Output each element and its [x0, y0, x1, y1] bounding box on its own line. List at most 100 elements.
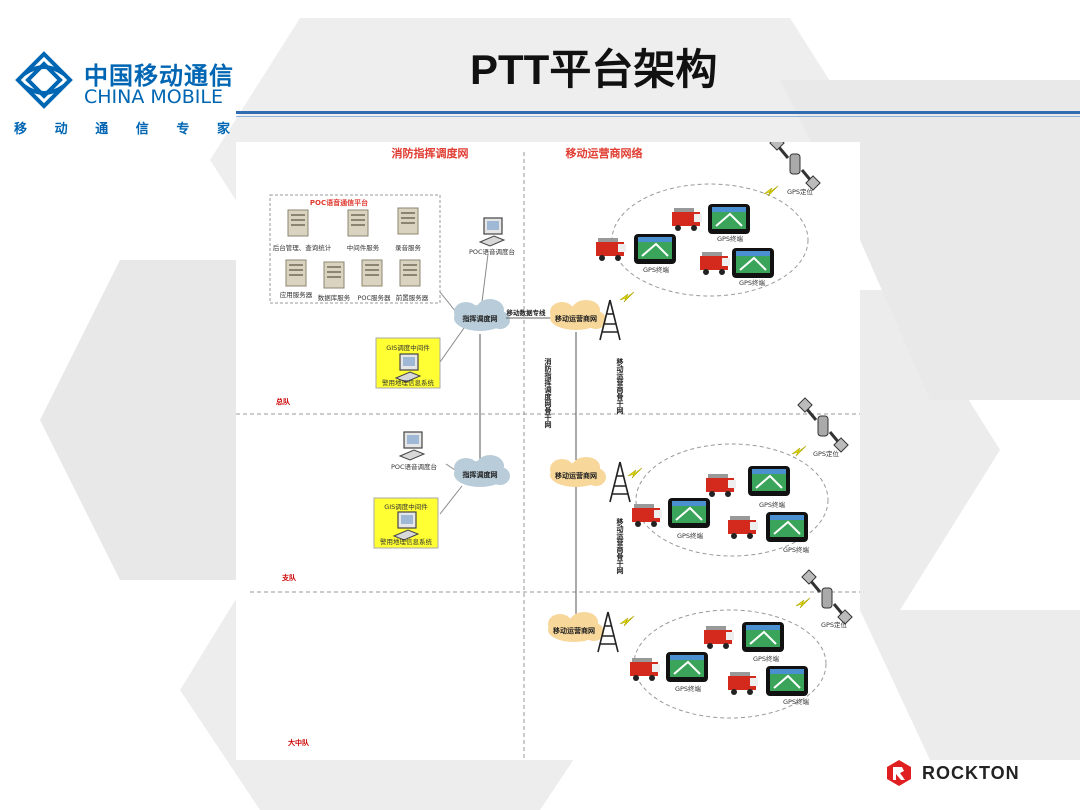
server-icon	[399, 259, 421, 287]
server-icon	[287, 209, 309, 237]
gps-terminal-label: GPS终端	[677, 531, 704, 540]
operator-net-label: 移动运营商网	[555, 314, 597, 323]
dispatch-console-label: POC语音调度台	[391, 462, 437, 471]
gps-terminal-icon	[747, 465, 791, 497]
brand-sub-char: 信	[135, 122, 149, 137]
satellite-icon	[796, 396, 850, 454]
brand-sub-char: 通	[95, 122, 109, 137]
tier-label-zongdui: 总队	[276, 397, 291, 406]
brand-sub-char: 动	[54, 122, 68, 137]
vendor-name: ROCKTON	[922, 762, 1020, 783]
operator-net-label: 移动运营商网	[553, 626, 595, 635]
server-label: 前置服务器	[396, 293, 429, 302]
gis-system-label: 警用地理信息系统	[380, 537, 433, 546]
computer-icon	[399, 431, 425, 461]
fire-truck-icon	[704, 626, 734, 649]
server-icon	[397, 207, 419, 235]
brand-en: CHINA MOBILE	[84, 86, 223, 108]
fire-truck-icon	[700, 252, 730, 275]
signal-icon	[619, 615, 635, 627]
gps-terminal-label: GPS终端	[759, 500, 786, 509]
fire-truck-icon	[728, 672, 758, 695]
rockton-logo: ROCKTON	[884, 756, 1020, 790]
server-icon	[347, 209, 369, 237]
gis-middleware-label: GIS调度中间件	[384, 502, 428, 511]
china-mobile-logo: 中国移动通信 CHINA MOBILE 移 动 通 信 专 家	[14, 48, 234, 138]
gps-terminal-icon	[665, 651, 709, 683]
computer-icon	[479, 217, 505, 247]
col-right-title: 移动运营商网络	[566, 146, 643, 160]
poc-platform-title: POC语音通信平台	[310, 198, 368, 207]
architecture-diagram: 消防指挥调度网 移动运营商网络 总队 支队 大中队 POC语音通信平台 后台管理…	[236, 134, 860, 763]
link-line	[481, 253, 489, 303]
dispatch-console-label: POC语音调度台	[469, 247, 515, 256]
fire-truck-icon	[672, 208, 702, 231]
satellite-icon	[768, 134, 822, 192]
gis-middleware-label: GIS调度中间件	[386, 343, 430, 352]
gps-terminal-label: GPS终端	[783, 545, 810, 554]
header-divider	[236, 111, 1080, 114]
server-label: 中间件服务	[347, 243, 380, 252]
server-label: 录音服务	[395, 243, 422, 252]
command-net-label: 指挥调度网	[463, 314, 498, 323]
brand-cn: 中国移动通信	[84, 62, 234, 90]
gps-terminal-icon	[667, 497, 711, 529]
gps-terminal-icon	[765, 665, 809, 697]
tier-label-dazhongdui: 大中队	[288, 738, 310, 747]
gps-terminal-icon	[765, 511, 809, 543]
dedicated-line-label: 移动数据专线	[507, 308, 547, 317]
architecture-diagram-svg: 消防指挥调度网 移动运营商网络 总队 支队 大中队 POC语音通信平台 后台管理…	[236, 134, 860, 763]
signal-icon	[763, 185, 779, 197]
china-mobile-emblem-icon	[15, 51, 73, 109]
gis-system-label: 警用地理信息系统	[382, 378, 435, 387]
signal-icon	[795, 597, 811, 609]
gps-terminal-icon	[707, 203, 751, 235]
col-left-title: 消防指挥调度网	[392, 146, 469, 160]
gps-position-label: GPS定位	[821, 620, 848, 629]
brand-sub-char: 专	[176, 122, 190, 137]
gps-terminal-label: GPS终端	[717, 234, 744, 243]
link-line	[439, 327, 465, 363]
link-line	[439, 485, 463, 515]
command-net-label: 指挥调度网	[463, 470, 498, 479]
fire-truck-icon	[630, 658, 660, 681]
fire-truck-icon	[728, 516, 758, 539]
signal-icon	[791, 445, 807, 457]
signal-icon	[619, 291, 635, 303]
brand-sub-char: 家	[216, 122, 230, 137]
gps-position-label: GPS定位	[787, 187, 814, 196]
gps-terminal-label: GPS终端	[739, 278, 766, 287]
fire-truck-icon	[706, 474, 736, 497]
server-label: 后台管理、查询统计	[273, 243, 332, 252]
fire-truck-icon	[632, 504, 662, 527]
fire-backbone-label: 消防指挥调度网骨干网	[482, 357, 552, 429]
tower-icon	[609, 461, 631, 503]
gps-terminal-icon	[741, 621, 785, 653]
gps-terminal-icon	[633, 233, 677, 265]
server-label: 数据库服务	[318, 293, 351, 302]
gps-position-label: GPS定位	[813, 449, 840, 458]
gps-terminal-label: GPS终端	[753, 654, 780, 663]
computer-icon	[393, 511, 419, 541]
link-line	[439, 291, 457, 313]
rockton-emblem-icon	[887, 760, 911, 786]
operator-net-label: 移动运营商网	[555, 471, 597, 480]
gps-terminal-icon	[731, 247, 775, 279]
signal-icon	[627, 467, 643, 479]
gps-terminal-label: GPS终端	[643, 265, 670, 274]
server-label: POC服务器	[357, 293, 391, 302]
slide-title: PTT平台架构	[470, 46, 718, 93]
gps-cluster	[635, 443, 829, 557]
server-label: 应用服务器	[280, 290, 313, 299]
header-divider-thin	[236, 116, 1080, 117]
gps-terminal-label: GPS终端	[675, 684, 702, 693]
brand-subtitle: 移 动 通 信 专 家	[14, 118, 230, 137]
server-icon	[361, 259, 383, 287]
gps-terminal-label: GPS终端	[783, 697, 810, 706]
satellite-icon	[800, 568, 854, 626]
poc-platform-group	[269, 194, 441, 304]
server-icon	[323, 261, 345, 289]
fire-truck-icon	[596, 238, 626, 261]
brand-sub-char: 移	[14, 122, 28, 137]
computer-icon	[395, 353, 421, 383]
